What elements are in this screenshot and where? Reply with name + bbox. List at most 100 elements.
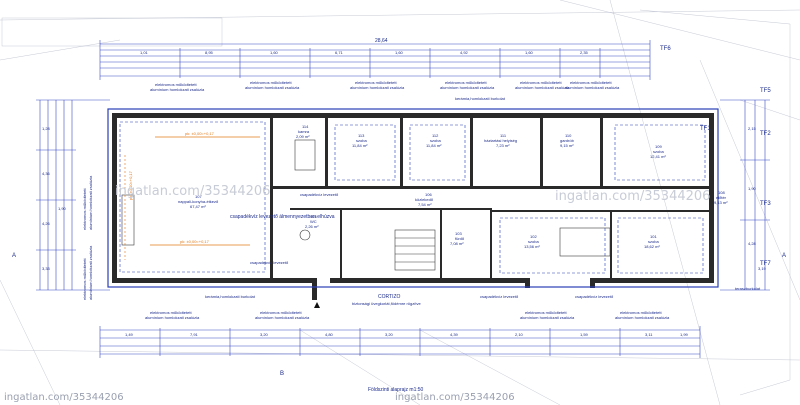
window-note-6b: alumínium homlokzati zsalúzia xyxy=(565,85,620,90)
bottom-dim-5: 3,20 xyxy=(385,332,394,337)
room-102-id: 102 xyxy=(530,234,537,239)
entrance-sublabel: biztonsági üvegkorlát,födémre rögzítve xyxy=(352,301,421,306)
tag-tf3: TF3 xyxy=(760,201,771,207)
bottom-window-note-2a: elektromos működtetett xyxy=(260,310,302,315)
room-103-area: 7,08 m² xyxy=(450,241,464,246)
room-111-name: háztartási helyiség xyxy=(484,138,517,143)
left-dim-5: 1,90 xyxy=(58,206,67,211)
level-label-3: pk: ±0,00=+0,17 xyxy=(128,170,133,200)
room-112-name: szoba xyxy=(430,138,441,143)
drawing-notes: csapadékvíz levezető álmennyezetben elhú… xyxy=(230,192,761,306)
watermark-3: ingatlan.com/35344206 xyxy=(4,392,124,403)
room-106-area: 7,54 m² xyxy=(418,202,432,207)
bottom-window-note-1b: alumínium homlokzati zsalúzia xyxy=(145,315,200,320)
watermarks: ingatlan.com/35344206 ingatlan.com/35344… xyxy=(4,184,710,403)
roof-edge-note-bottom: kerámia,homlokzati burkolat xyxy=(205,294,256,299)
building-walls xyxy=(107,108,719,300)
bottom-window-notes: elektromos működtetett alumínium homlokz… xyxy=(145,294,670,320)
top-dim-3: 1,60 xyxy=(270,50,279,55)
infiltration-note: csapadékvíz levezető álmennyezetben elhú… xyxy=(230,214,335,220)
top-dim-2: 8,95 xyxy=(205,50,214,55)
room-101-id: 101 xyxy=(650,234,657,239)
left-dim-1: 1,28 xyxy=(42,126,51,131)
room-107-name: nappali-konyha-étkező xyxy=(178,199,219,204)
section-mark-a-left: A xyxy=(12,253,16,259)
room-108-id: 108 xyxy=(718,190,725,195)
drain-note-3: csapadékvíz levezető xyxy=(575,294,614,299)
plan-title: Földszinti alaprajz m1:50 xyxy=(368,387,424,393)
bottom-window-note-4a: elektromos működtetett xyxy=(620,310,662,315)
bottom-window-note-4b: alumínium homlokzati zsalúzia xyxy=(615,315,670,320)
window-note-5a: elektromos működtetett xyxy=(520,80,562,85)
north-arrow-icon xyxy=(314,302,320,308)
tag-tf2: TF2 xyxy=(760,131,771,137)
window-note-1b: alumínium homlokzati zsalúzia xyxy=(150,87,205,92)
bottom-dim-2: 7,91 xyxy=(190,332,199,337)
window-note-4b: alumínium homlokzati zsalúzia xyxy=(440,85,495,90)
window-note-1a: elektromos működtetett xyxy=(155,82,197,87)
room-106-name: közlekedő xyxy=(415,197,434,202)
room-104-id: 104 xyxy=(310,214,317,219)
drain-note-1: csapadékvíz levezető xyxy=(300,192,339,197)
top-dim-4: 6,71 xyxy=(335,50,344,55)
window-note-6a: elektromos működtetett xyxy=(570,80,612,85)
room-111-area: 7,23 m² xyxy=(496,143,510,148)
left-dim-4: 3,33 xyxy=(42,266,51,271)
left-dim-2: 4,36 xyxy=(42,171,51,176)
room-103-id: 103 xyxy=(455,231,462,236)
bottom-window-note-2b: alumínium homlokzati zsalúzia xyxy=(255,315,310,320)
top-window-notes: elektromos működtetett alumínium homlokz… xyxy=(150,80,620,101)
bottom-dim-3: 3,20 xyxy=(260,332,269,337)
left-window-note-c: elektromos működtetett xyxy=(82,258,87,300)
elevation-tags: TF6 TF5 TF1 TF2 TF3 TF7 A A B xyxy=(12,46,786,377)
bottom-window-note-3a: elektromos működtetett xyxy=(525,310,567,315)
watermark-1: ingatlan.com/35344206 xyxy=(115,184,270,199)
room-112-id: 112 xyxy=(432,133,439,138)
bottom-dim-8: 1,59 xyxy=(580,332,589,337)
section-mark-b: B xyxy=(280,371,284,377)
room-109-id: 109 xyxy=(655,144,662,149)
window-note-2a: elektromos működtetett xyxy=(250,80,292,85)
left-window-note-b: alumínium homlokzati zsalúzia xyxy=(88,175,93,230)
room-114-area: 2,09 m² xyxy=(296,134,310,139)
tag-tf6: TF6 xyxy=(660,46,671,52)
window-note-4a: elektromos működtetett xyxy=(445,80,487,85)
left-dim-3: 4,26 xyxy=(42,221,51,226)
room-102-name: szoba xyxy=(528,239,539,244)
room-labels: 107 nappali-konyha-étkező 67,47 m² 114 k… xyxy=(178,124,728,249)
top-dim-1: 1,01 xyxy=(140,50,149,55)
section-mark-a-right: A xyxy=(782,253,786,259)
room-102-area: 13,56 m² xyxy=(524,244,540,249)
top-total-dimension: 28,64 xyxy=(375,38,388,44)
room-104-area: 2,26 m² xyxy=(305,224,319,229)
room-114-id: 114 xyxy=(302,124,309,129)
right-dimension-chains: 2,15 1,90 4,28 3,19 xyxy=(720,99,770,291)
room-106-id: 106 xyxy=(425,192,432,197)
room-113-area: 11,84 m² xyxy=(352,143,368,148)
top-dim-8: 2,35 xyxy=(580,50,589,55)
watermark-2: ingatlan.com/35344206 xyxy=(555,189,710,204)
right-dim-4: 3,19 xyxy=(758,266,767,271)
bottom-dim-7: 2,10 xyxy=(515,332,524,337)
room-112-area: 11,84 m² xyxy=(426,143,442,148)
top-dim-5: 1,60 xyxy=(395,50,404,55)
watermark-4: ingatlan.com/35344206 xyxy=(395,392,515,403)
right-dim-2: 1,90 xyxy=(748,186,757,191)
bottom-dim-4: 4,80 xyxy=(325,332,334,337)
left-dimension-chains: 1,28 4,36 4,26 3,33 1,90 elektromos műkö… xyxy=(36,99,110,300)
room-108-area: 9,13 m² xyxy=(714,200,728,205)
bottom-dim-1: 1,49 xyxy=(125,332,134,337)
bottom-window-note-1a: elektromos működtetett xyxy=(150,310,192,315)
room-110-id: 110 xyxy=(565,133,572,138)
tag-tf7: TF7 xyxy=(760,261,771,267)
top-dimension-chains: 28,64 1,01 8,95 1,60 6,71 1,60 4,92 1,60… xyxy=(99,38,651,80)
fixtures xyxy=(121,139,611,271)
room-108-name: előtér xyxy=(716,195,727,200)
bottom-window-note-3b: alumínium homlokzati zsalúzia xyxy=(520,315,575,320)
bottom-dimension-chains: 1,49 7,91 3,20 4,80 3,20 4,39 2,10 1,59 … xyxy=(99,326,701,358)
top-dim-7: 1,60 xyxy=(525,50,534,55)
level-label-2: pk: ±0,00=+0,17 xyxy=(180,239,210,244)
bottom-dim-9: 3,11 xyxy=(645,332,653,337)
bottom-dim-6: 4,39 xyxy=(450,332,459,337)
